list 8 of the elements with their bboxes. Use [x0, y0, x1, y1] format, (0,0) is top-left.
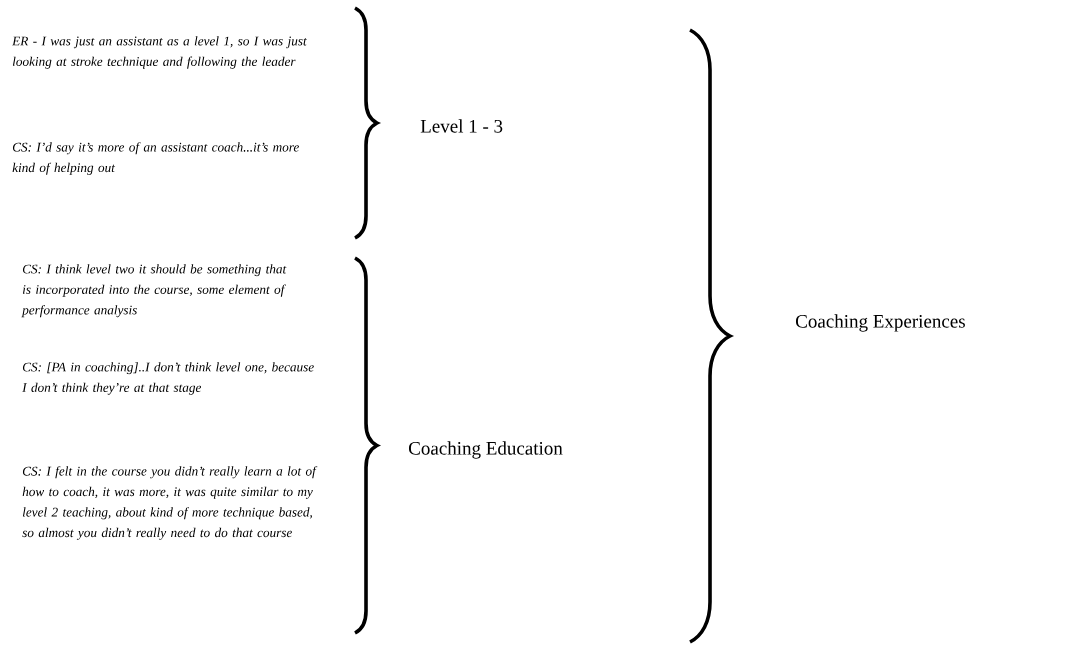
- quote-text: CS: I’d say it’s more of an assistant coach...it’s more kind of helping out: [12, 142, 299, 175]
- quote-text: ER - I was just an assistant as a level 1, so I was just looking at stroke technique and following the leader: [12, 36, 307, 69]
- quote-text: CS: I think level two it should be something that is incorporated into the course, some element of performance analysis: [21, 264, 287, 318]
- quote-text: CS: I felt in the course you didn’t really learn a lot of how to coach, it was more, it was quite similar to my level 2 teaching, about kind of more technique based, so almost you didn’t really need to do that course: [22, 466, 318, 540]
- theme-label: Coaching Education: [409, 441, 563, 459]
- theme-label: Coaching Experiences: [796, 314, 965, 332]
- quote-text: CS: [PA in coaching]..I don’t think level one, because I don’t think they’re at that stage: [22, 362, 314, 395]
- theme-label: Level 1 - 3: [420, 119, 503, 133]
